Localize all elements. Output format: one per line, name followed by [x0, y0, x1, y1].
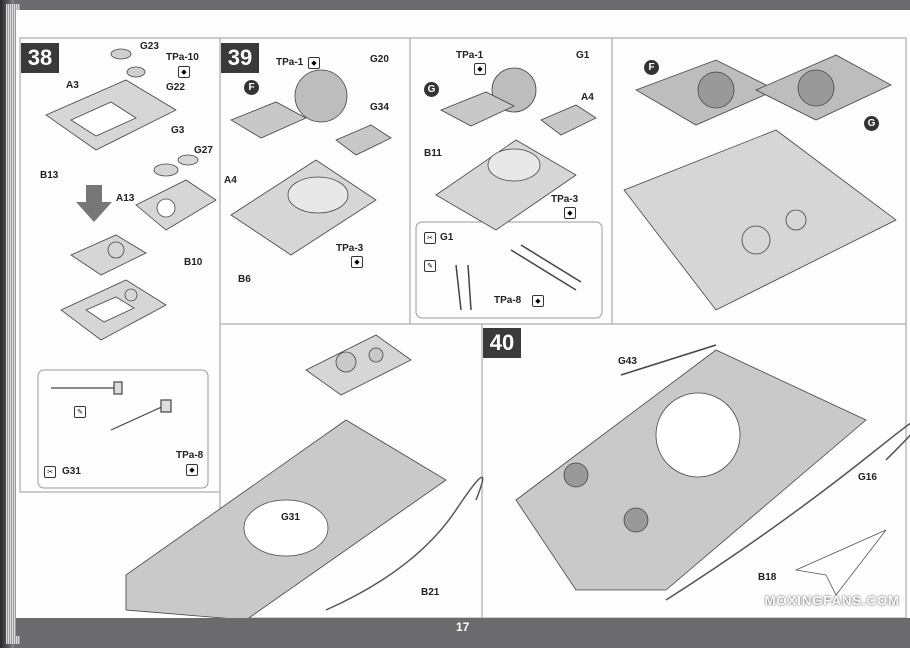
hull-step40 [515, 349, 867, 591]
label-g43: G43 [618, 356, 637, 367]
label-g31-b: G31 [281, 512, 300, 523]
label-tpa8-a: TPa-8 [176, 450, 204, 461]
callout-g1 [415, 221, 603, 319]
assembly-39-f [230, 69, 392, 256]
watermark-text: MOXINGFANS.COM [764, 593, 900, 608]
diagram-canvas [19, 37, 910, 621]
label-a4-b: A4 [581, 92, 594, 103]
tow-cable-g16 [665, 422, 910, 601]
label-b18: B18 [758, 572, 777, 583]
glue-icon: ◆ [186, 464, 198, 476]
label-b6: B6 [238, 274, 251, 285]
label-g34: G34 [370, 102, 389, 113]
label-g3: G3 [171, 125, 185, 136]
badge-f-b: F [644, 60, 659, 75]
label-tpa10: TPa-10 [166, 52, 199, 63]
label-g27: G27 [194, 145, 213, 156]
page-footer: 17 [16, 618, 910, 636]
label-g23: G23 [140, 41, 159, 52]
arrow-icon [76, 185, 112, 222]
assembly-39-hull [623, 54, 897, 311]
label-g31-a: G31 [62, 466, 81, 477]
glue-icon: ◆ [474, 63, 486, 75]
label-b10: B10 [184, 257, 203, 268]
tow-cable-b21 [325, 476, 484, 611]
label-tpa1-a: TPa-1 [276, 57, 304, 68]
part-b10 [135, 154, 217, 231]
label-tpa8-b: TPa-8 [494, 295, 522, 306]
glue-icon: ◆ [564, 207, 576, 219]
glue-icon: ◆ [351, 256, 363, 268]
label-g1-a: G1 [576, 50, 590, 61]
watermark-logo [794, 529, 887, 596]
badge-f-a: F [244, 80, 259, 95]
part-g31 [51, 381, 172, 431]
label-g20: G20 [370, 54, 389, 65]
label-b11: B11 [424, 148, 442, 159]
hull-lower-left [125, 334, 447, 621]
label-g22: G22 [166, 82, 185, 93]
step-39-number: 39 [221, 43, 259, 73]
tool-icon: ✎ [424, 260, 436, 272]
label-tpa3-a: TPa-3 [336, 243, 364, 254]
label-g1-b: G1 [440, 232, 454, 243]
label-b21: B21 [421, 587, 440, 598]
instruction-page: 38 39 40 F G F G G23 TPa-10 ◆ A3 G22 G3 … [16, 10, 910, 636]
label-tpa1-b: TPa-1 [456, 50, 484, 61]
part-b13 [45, 79, 177, 151]
assembly-39-g [435, 67, 597, 231]
assembly-38-result [60, 234, 167, 341]
label-a3: A3 [66, 80, 79, 91]
label-a4-a: A4 [224, 175, 237, 186]
badge-g-b: G [864, 116, 879, 131]
glue-icon: ◆ [532, 295, 544, 307]
label-b13: B13 [40, 170, 59, 181]
step-38-number: 38 [21, 43, 59, 73]
nippers-icon [455, 264, 472, 311]
label-g16: G16 [858, 472, 877, 483]
nippers-icon-box: ✂ [424, 232, 436, 244]
glue-icon: ◆ [308, 57, 320, 69]
callout-g31 [37, 369, 209, 489]
tool-icon: ✎ [74, 406, 86, 418]
badge-g-a: G [424, 82, 439, 97]
tweezers-icon [510, 244, 582, 291]
page-number: 17 [456, 620, 470, 634]
antenna-g43 [620, 344, 717, 376]
label-tpa3-b: TPa-3 [551, 194, 579, 205]
step-40-number: 40 [483, 328, 521, 358]
part-g23 [110, 48, 146, 78]
label-a13: A13 [116, 193, 135, 204]
nippers-icon-box: ✂ [44, 466, 56, 478]
glue-icon: ◆ [178, 66, 190, 78]
